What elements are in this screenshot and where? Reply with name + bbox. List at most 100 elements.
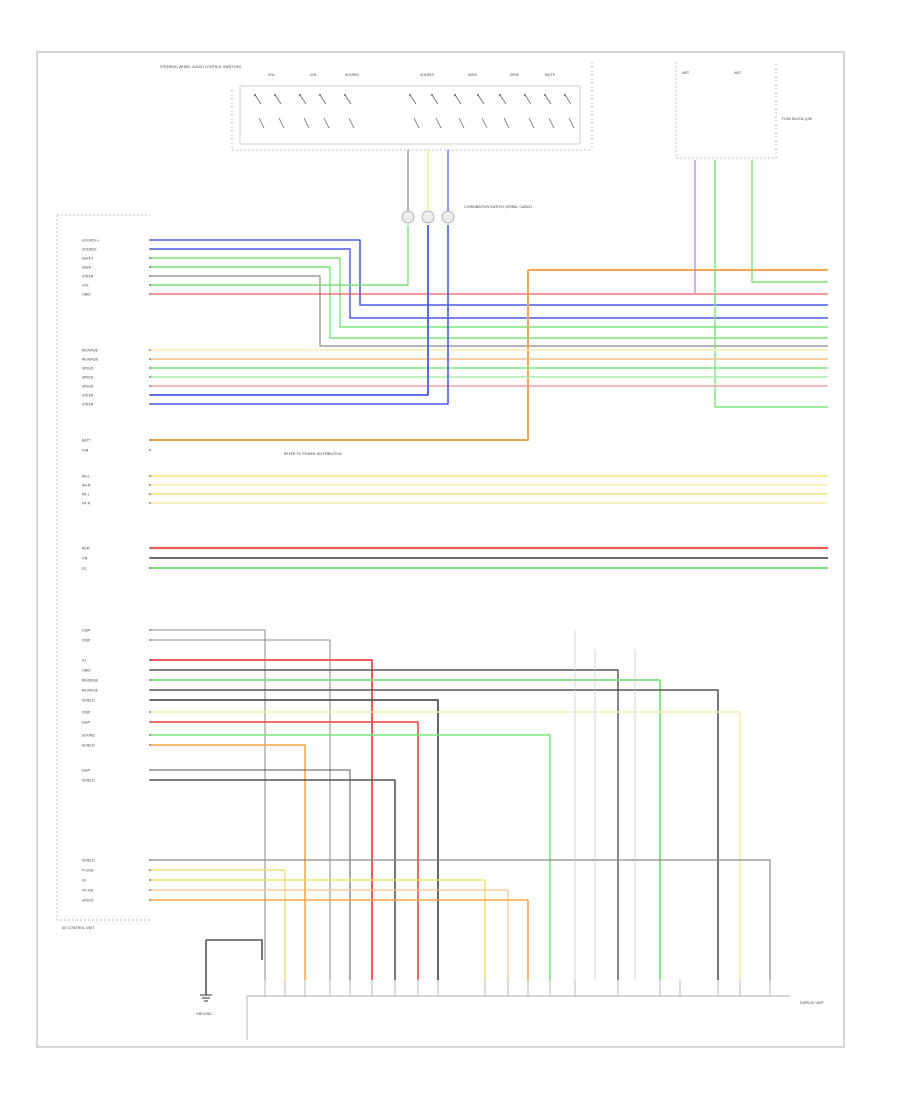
fuse-block-label: FUSE BLOCK (J/B)	[782, 117, 813, 121]
pin-dot	[149, 493, 151, 495]
pin-dot	[149, 367, 151, 369]
pin-label: REVERSE	[82, 358, 98, 362]
pin-dot	[149, 293, 151, 295]
pin-dot	[149, 394, 151, 396]
pin-dot	[149, 349, 151, 351]
pin-dot	[149, 547, 151, 549]
pin-dot	[149, 869, 151, 871]
pin-label: TV-ON	[81, 889, 93, 893]
switch-contact	[278, 117, 285, 129]
combination-switch: COMBINATION SWITCH (SPIRAL CABLE)	[401, 205, 533, 224]
pin-label: VOL	[82, 284, 89, 288]
av-unit-label: AV CONTROL UNIT	[62, 926, 95, 930]
switch-contact	[524, 94, 532, 105]
pin-dot	[149, 484, 151, 486]
switch-box: STEERING WHEEL AUDIO CONTROL SWITCHES VO…	[160, 62, 593, 151]
wire-shield-4	[150, 859, 771, 980]
switch-box-label: STEERING WHEEL AUDIO CONTROL SWITCHES	[160, 65, 242, 69]
switch-label: VOL	[268, 73, 275, 77]
pin-dot	[149, 449, 151, 451]
pin-dot	[149, 879, 151, 881]
pin-label: REM	[82, 547, 90, 551]
pin-label: SHIELD	[82, 744, 95, 748]
pin-dot	[149, 248, 151, 250]
pin-label: DISP	[82, 639, 90, 643]
wire-disp-2	[150, 639, 331, 980]
pin-label: SPEED	[82, 376, 94, 380]
pin-label: P-GND	[82, 869, 94, 873]
antenna-label-2: ANT	[734, 71, 742, 75]
pin-label: IGN	[82, 449, 89, 453]
wire-reverse-low-1	[150, 679, 661, 980]
switch-contact	[528, 117, 535, 129]
av-unit-boundary	[56, 214, 150, 921]
pin-label: RR-L	[82, 475, 90, 479]
pin-label: GND	[82, 669, 90, 673]
pin-dot	[149, 744, 151, 746]
wire-gnd-low	[150, 669, 619, 980]
wire-ant-2	[714, 160, 828, 408]
wire-ant-3	[751, 160, 828, 283]
switch-terminal	[477, 94, 479, 96]
pin-label: DISP	[82, 769, 90, 773]
pin-label: STEER	[82, 394, 94, 398]
switch-contact	[299, 94, 307, 105]
switch-contact	[454, 94, 462, 105]
pin-dot	[149, 734, 151, 736]
switch-contact	[254, 94, 262, 105]
switch-terminal	[409, 94, 411, 96]
pin-dot	[149, 899, 151, 901]
wire-disp-4	[150, 721, 419, 980]
pin-dot	[149, 699, 151, 701]
pin-dot	[149, 659, 151, 661]
wires	[150, 150, 828, 996]
switch-terminal	[564, 94, 566, 96]
pin-label: SHIELD	[82, 699, 95, 703]
switch-label: SOURCE	[420, 73, 434, 77]
pin-dot	[149, 779, 151, 781]
power-note: REFER TO POWER DISTRIBUTION	[284, 452, 342, 456]
wire-disp-1	[150, 629, 266, 980]
pin-label: FR-L	[82, 493, 90, 497]
combination-switch-label: COMBINATION SWITCH (SPIRAL CABLE)	[464, 205, 533, 209]
wire-reverse-low-2	[150, 689, 719, 980]
pin-label: SHIELD	[82, 779, 95, 783]
antenna-area: ANT ANT FUSE BLOCK (J/B)	[675, 62, 813, 159]
switch-terminal	[524, 94, 526, 96]
left-labels: SOURCE+SOURCE-SEEK+SEEK-STEERVOLGNDREVER…	[81, 239, 151, 903]
pin-label: REVERSE	[82, 689, 98, 693]
pin-dot	[149, 567, 151, 569]
pin-label: STEER	[82, 403, 94, 407]
switch-terminal	[254, 94, 256, 96]
pin-dot	[149, 275, 151, 277]
pin-dot	[149, 629, 151, 631]
switch-contact	[431, 94, 439, 105]
switch-terminal	[544, 94, 546, 96]
switch-contact	[409, 94, 417, 105]
pin-label: ILL	[82, 659, 87, 663]
pin-dot	[149, 257, 151, 259]
pin-label: SOURCE-	[82, 248, 98, 252]
wire-ig	[150, 879, 486, 980]
switch-contact	[348, 117, 355, 129]
pin-label: SOURCE+	[82, 239, 99, 243]
diagram-frame	[36, 51, 845, 1048]
pin-dot	[149, 639, 151, 641]
pin-dot	[149, 239, 151, 241]
wire-seek-minus	[150, 266, 828, 339]
switch-contact	[499, 94, 507, 105]
wire-disp-5	[150, 769, 351, 980]
switch-terminal	[454, 94, 456, 96]
pin-dot	[149, 769, 151, 771]
switch-label: SEEK	[468, 73, 478, 77]
pin-dot	[149, 721, 151, 723]
pin-dot	[149, 679, 151, 681]
pin-label: SPEED	[82, 367, 94, 371]
switch-contact	[481, 117, 488, 129]
wire-tv-on	[150, 889, 509, 980]
pin-label: STEER	[82, 275, 94, 279]
pin-label: GND	[82, 293, 90, 297]
pin-label: SEEK+	[82, 257, 94, 261]
pin-dot	[149, 266, 151, 268]
